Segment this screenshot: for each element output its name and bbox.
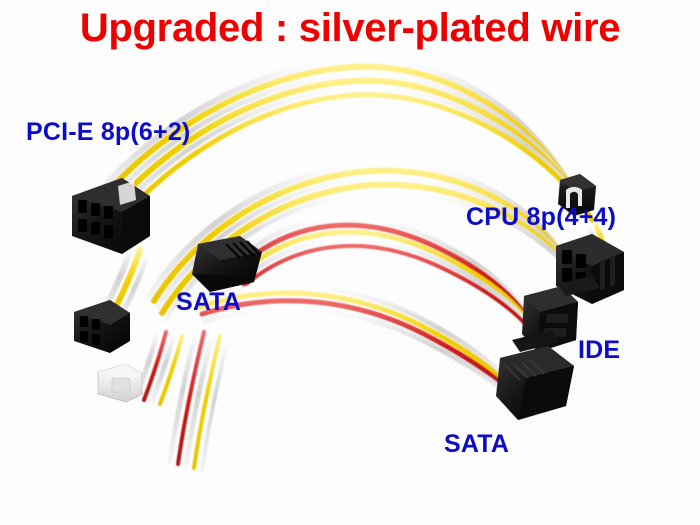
cable-bundle-pcie-cpu (93, 56, 595, 228)
label-sata-lower: SATA (444, 430, 510, 458)
label-pcie: PCI-E 8p(6+2) (26, 118, 191, 146)
sata-connector-lower (496, 330, 574, 420)
cpu-connector (556, 234, 624, 304)
label-cpu: CPU 8p(4+4) (466, 203, 617, 231)
label-sata-upper: SATA (176, 288, 242, 316)
cable-bundle-sata-lower (193, 283, 520, 406)
page-title: Upgraded : silver-plated wire (79, 6, 621, 50)
sata-connector-upper (192, 236, 262, 292)
white-connector (97, 363, 143, 403)
cpu-4pin-top-connector (558, 174, 596, 216)
pcie-connector (72, 178, 150, 254)
cable-bundle-sata-ide (233, 215, 542, 344)
label-ide: IDE (578, 336, 621, 364)
pcie-2pin-connector (74, 300, 130, 353)
